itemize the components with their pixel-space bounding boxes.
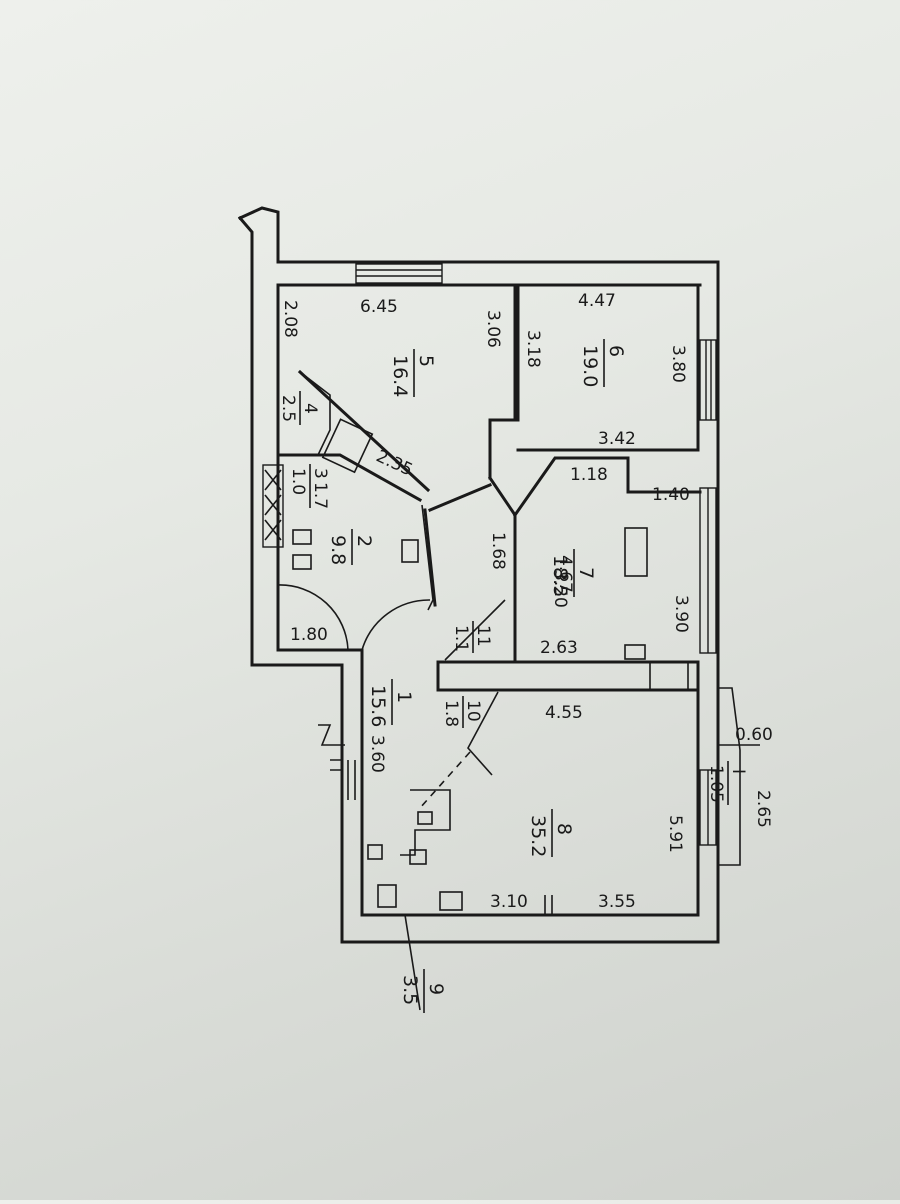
dim-label: 3.20 [550, 570, 570, 608]
room-label-8: 8 35.2 [527, 809, 575, 857]
svg-text:2.5: 2.5 [278, 395, 298, 422]
svg-text:5: 5 [415, 355, 437, 367]
svg-text:9: 9 [425, 983, 447, 995]
svg-text:1.8: 1.8 [441, 700, 461, 727]
dim-label: 1.80 [290, 625, 328, 645]
dim-label: 6.45 [360, 297, 398, 317]
dim-label: 3.10 [490, 892, 528, 912]
dim-label: 4.67 [555, 555, 575, 593]
svg-text:11: 11 [473, 625, 493, 647]
svg-text:9.8: 9.8 [327, 535, 349, 565]
svg-text:3: 3 [310, 468, 330, 479]
svg-text:2: 2 [353, 535, 375, 547]
svg-text:1: 1 [393, 691, 415, 703]
svg-text:19.0: 19.0 [579, 345, 601, 387]
svg-text:15.6: 15.6 [367, 685, 389, 727]
windows [262, 263, 717, 846]
dim-label: 3.18 [523, 330, 543, 368]
dim-label: 2.65 [753, 790, 773, 828]
room-label-11: 11 1.1 [451, 621, 493, 653]
svg-text:I: I [728, 769, 748, 774]
room-label-7: 7 18.5 [549, 549, 597, 597]
svg-text:3.5: 3.5 [399, 975, 421, 1005]
room-label-5: 5 16.4 [389, 349, 437, 397]
dim-label: 3.80 [668, 345, 688, 383]
room-label-2: 2 9.8 [327, 529, 375, 565]
dim-label: 5.91 [665, 815, 685, 853]
svg-text:16.4: 16.4 [389, 355, 411, 397]
svg-text:18.5: 18.5 [549, 555, 571, 597]
svg-text:1.0: 1.0 [288, 468, 308, 495]
room-label-6: 6 19.0 [579, 339, 627, 387]
dim-label: 3.60 [367, 735, 387, 773]
svg-text:35.2: 35.2 [527, 815, 549, 857]
room-labels: 5 16.4 6 19.0 4 2.5 3 1.7 1.0 2 9.8 [278, 339, 748, 1013]
svg-text:1.1: 1.1 [451, 625, 471, 652]
dim-label: 1.40 [652, 485, 690, 505]
room-label-3: 3 1.7 1.0 [288, 464, 330, 509]
window-room-5 [355, 263, 443, 284]
dim-label: 0.60 [735, 725, 773, 745]
window-room-6 [699, 339, 717, 421]
dim-label: 4.47 [578, 291, 616, 311]
room-label-4: 4 2.5 [278, 391, 320, 425]
dim-label: 2.63 [540, 638, 578, 658]
svg-text:4: 4 [300, 403, 320, 414]
room-label-10: 10 1.8 [441, 696, 483, 728]
interior-walls [276, 285, 760, 1011]
dim-label: 3.55 [598, 892, 636, 912]
dim-label: 1.68 [488, 532, 508, 570]
svg-text:6: 6 [605, 345, 627, 357]
dim-label: 3.06 [483, 310, 503, 348]
svg-text:8: 8 [553, 823, 575, 835]
room-label-9: 9 3.5 [399, 969, 447, 1013]
window-room-2 [262, 464, 284, 548]
dim-label: 3.90 [671, 595, 691, 633]
svg-text:7: 7 [575, 567, 597, 579]
dim-label: 1.18 [570, 465, 608, 485]
svg-text:1.7: 1.7 [310, 482, 330, 509]
dim-label: 3.42 [598, 429, 636, 449]
svg-text:1.05: 1.05 [706, 765, 726, 803]
dim-label: 2.08 [280, 300, 300, 338]
room-label-I: I 1.05 [706, 761, 748, 805]
room-label-1: 1 15.6 [367, 679, 415, 727]
svg-text:10: 10 [463, 700, 483, 722]
dim-label: 4.55 [545, 703, 583, 723]
